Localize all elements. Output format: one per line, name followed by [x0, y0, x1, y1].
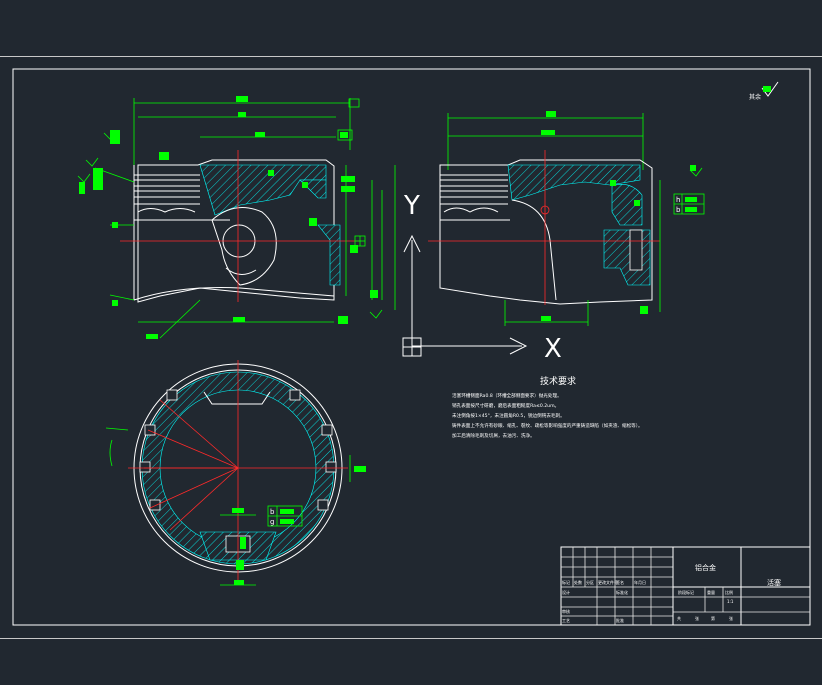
datum-label-g: g: [270, 518, 274, 526]
person-label-approve: 批准: [616, 617, 624, 623]
person-label-design: 设计: [562, 589, 570, 595]
y-axis-label: Y: [403, 191, 420, 221]
material-text: 铝合金: [695, 563, 716, 572]
datum-label-b: b: [676, 206, 681, 214]
person-label-standard: 标准化: [616, 589, 628, 595]
row-label-date: 年月日: [634, 579, 646, 585]
part-name-text: 活塞: [767, 578, 781, 587]
row-label-signature: 签名: [616, 579, 624, 585]
tech-req-line-2: 销孔表面按尺寸研磨，磨后表面粗糙度Ra≤0.2um。: [452, 402, 559, 409]
title-block: 铝合金 活塞 标记 处数 分区 更改文件号 签名 年月日 设计 标准化 审核 工…: [560, 546, 811, 626]
datum-label-h: h: [676, 196, 680, 204]
datum-label-b2: b: [270, 508, 275, 516]
x-axis-label: X: [544, 334, 562, 364]
sheet-label-number: 第: [711, 615, 715, 621]
piston-front-view: [77, 96, 396, 339]
stage-label: 阶段标记: [678, 589, 694, 595]
drawing-frame: [12, 68, 811, 626]
tech-req-line-3: 未注倒角按1×45°，未注圆角R0.5，锐边倒钝去毛刺。: [452, 412, 565, 419]
top-band: [0, 0, 822, 57]
tech-req-line-5: 加工后清除毛刺及切屑，去油污、洗净。: [452, 432, 535, 439]
piston-section-view: b g: [105, 360, 366, 586]
tech-req-title: 技术要求: [540, 375, 576, 387]
sheet-label-total: 共: [677, 615, 681, 621]
row-label-marker: 标记: [562, 579, 570, 585]
row-label-change-doc: 更改文件号: [598, 579, 618, 585]
technical-requirements: 技术要求 活塞环槽侧面Ra0.8（环槽全部侧面要求）抛光处理。 销孔表面按尺寸研…: [452, 375, 643, 439]
piston-side-view: h b: [428, 111, 705, 326]
row-label-zone: 分区: [586, 579, 594, 585]
scale-label: 比例: [725, 589, 733, 595]
row-label-count: 处数: [574, 579, 582, 585]
tech-req-line-1: 活塞环槽侧面Ra0.8（环槽全部侧面要求）抛光处理。: [452, 392, 562, 399]
coordinate-axes: Y X: [402, 191, 562, 364]
sheet-label-sheet: 张: [729, 615, 733, 621]
bottom-band: [0, 638, 822, 685]
scale-value: 1:1: [727, 599, 734, 604]
sheet-label-sheets: 张: [695, 615, 699, 621]
surface-roughness-symbol: 其余: [749, 81, 779, 101]
corner-symbol-label: 其余: [749, 93, 761, 101]
person-label-process: 工艺: [562, 618, 570, 623]
tech-req-line-4: 铸件表面上不允许有砂眼、缩孔、裂纹、疏松等影响强度的严重铸造缺陷（如夹渣、缩松等…: [452, 422, 643, 429]
person-label-review: 审核: [562, 608, 570, 614]
weight-label: 重量: [707, 589, 715, 595]
